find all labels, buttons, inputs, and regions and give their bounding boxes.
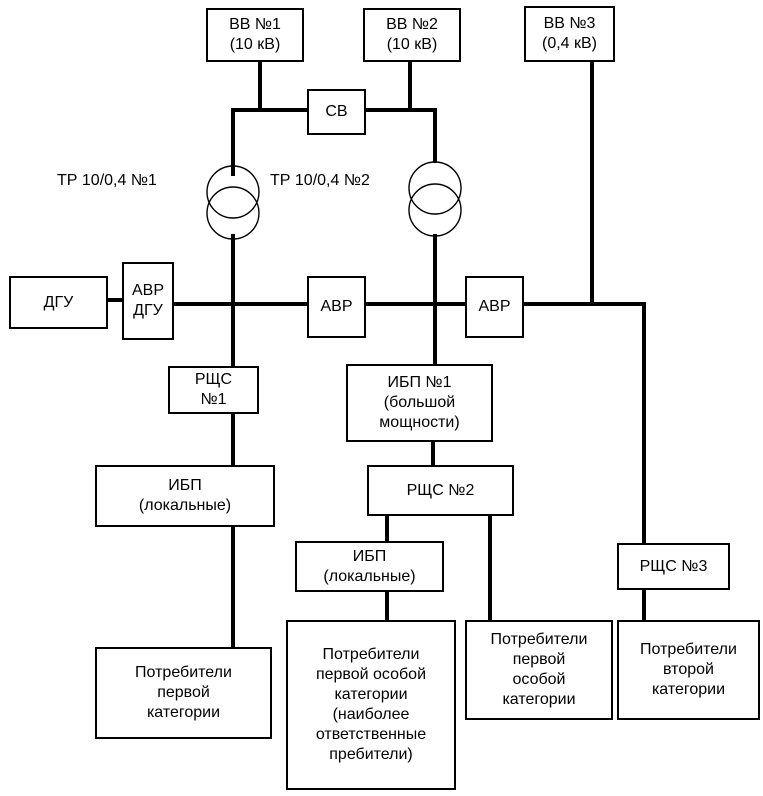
ups-local-middle-line-1: ИБП: [352, 547, 387, 565]
consumers-most-critical-line-6: пребители): [329, 746, 413, 763]
consumers-first-special-line-3: особой: [512, 671, 566, 688]
diesel-generator: ДГУ: [9, 276, 108, 329]
ats-dgu-line-1: АВР: [131, 282, 164, 299]
transformer-2-label: ТР 10/0,4 №2: [270, 172, 370, 189]
distribution-board-2-label: РЩС №2: [406, 481, 475, 499]
consumers-most-critical-line-3: категории: [334, 686, 408, 703]
ats-reserve-label: АВР: [478, 298, 511, 315]
consumers-first-category-line-3: категории: [146, 704, 221, 721]
consumers-first-category: Потребители первой категории: [95, 647, 272, 739]
ups-local-left-line-1: ИБП: [168, 477, 202, 494]
transformer-2-symbol: [408, 161, 462, 237]
consumers-second-category-line-3: категории: [651, 681, 726, 698]
ups-1-line-1: ИБП №1: [387, 374, 452, 391]
consumers-most-critical-line-5: ответственные: [315, 726, 427, 743]
ats-reserve: АВР: [465, 276, 524, 338]
distribution-board-3-label: РЩС №3: [639, 557, 708, 575]
consumers-most-critical-line-1: Потребители: [322, 646, 420, 663]
feeder-vv3-line-2: (0,4 кВ): [541, 35, 597, 52]
ups-local-middle: ИБП (локальные): [295, 541, 444, 592]
ups-local-left-line-2: (локальные): [138, 497, 232, 514]
feeder-vv3: ВВ №3 (0,4 кВ): [524, 6, 615, 62]
consumers-first-special-most-critical: Потребители первой особой категории (наи…: [286, 620, 456, 790]
consumers-first-category-line-2: первой: [157, 684, 210, 701]
consumers-second-category-line-2: второй: [663, 661, 714, 678]
consumers-second-category-line-1: Потребители: [640, 641, 737, 658]
ats-section: АВР: [307, 276, 366, 338]
ats-dgu: АВР ДГУ: [122, 262, 174, 340]
transformer-1-symbol: [206, 165, 260, 240]
connection-lines: [108, 62, 646, 647]
transformer-1-label: ТР 10/0,4 №1: [57, 172, 157, 189]
feeder-vv1-line-1: ВВ №1: [229, 16, 281, 33]
consumers-most-critical-line-2: первой особой: [315, 666, 427, 683]
feeder-vv2: ВВ №2 (10 кВ): [363, 8, 461, 62]
feeder-vv1: ВВ №1 (10 кВ): [206, 8, 304, 62]
feeder-vv2-line-1: ВВ №2: [386, 16, 438, 33]
consumers-first-category-line-1: Потребители: [135, 664, 232, 681]
feeder-vv1-line-2: (10 кВ): [229, 36, 281, 53]
consumers-first-special-line-2: первой: [512, 651, 566, 668]
feeder-vv2-line-2: (10 кВ): [386, 36, 438, 53]
ups-1-line-3: мощности): [379, 414, 460, 431]
consumers-first-special-category: Потребители первой особой категории: [465, 620, 613, 720]
diesel-generator-label: ДГУ: [43, 293, 74, 311]
consumers-second-category: Потребители второй категории: [617, 620, 760, 720]
consumers-most-critical-line-4: (наиболее: [332, 706, 410, 723]
ats-dgu-line-2: ДГУ: [133, 302, 163, 319]
ups-1-high-power: ИБП №1 (большой мощности): [346, 364, 493, 442]
distribution-board-1: РЩС №1: [168, 366, 259, 414]
ups-local-middle-line-2: (локальные): [323, 567, 416, 585]
distribution-board-1-line-2: №1: [200, 391, 227, 408]
distribution-board-2: РЩС №2: [367, 465, 514, 516]
section-breaker: СВ: [307, 89, 366, 135]
consumers-first-special-line-4: категории: [502, 691, 576, 708]
distribution-board-1-line-1: РЩС: [194, 371, 233, 388]
feeder-vv3-line-1: ВВ №3: [543, 15, 596, 32]
ups-local-left: ИБП (локальные): [95, 465, 275, 527]
consumers-first-special-line-1: Потребители: [490, 631, 588, 648]
section-breaker-label: СВ: [325, 103, 348, 120]
ups-1-line-2: (большой: [383, 394, 456, 411]
ats-section-label: АВР: [320, 298, 353, 315]
distribution-board-3: РЩС №3: [617, 543, 730, 590]
